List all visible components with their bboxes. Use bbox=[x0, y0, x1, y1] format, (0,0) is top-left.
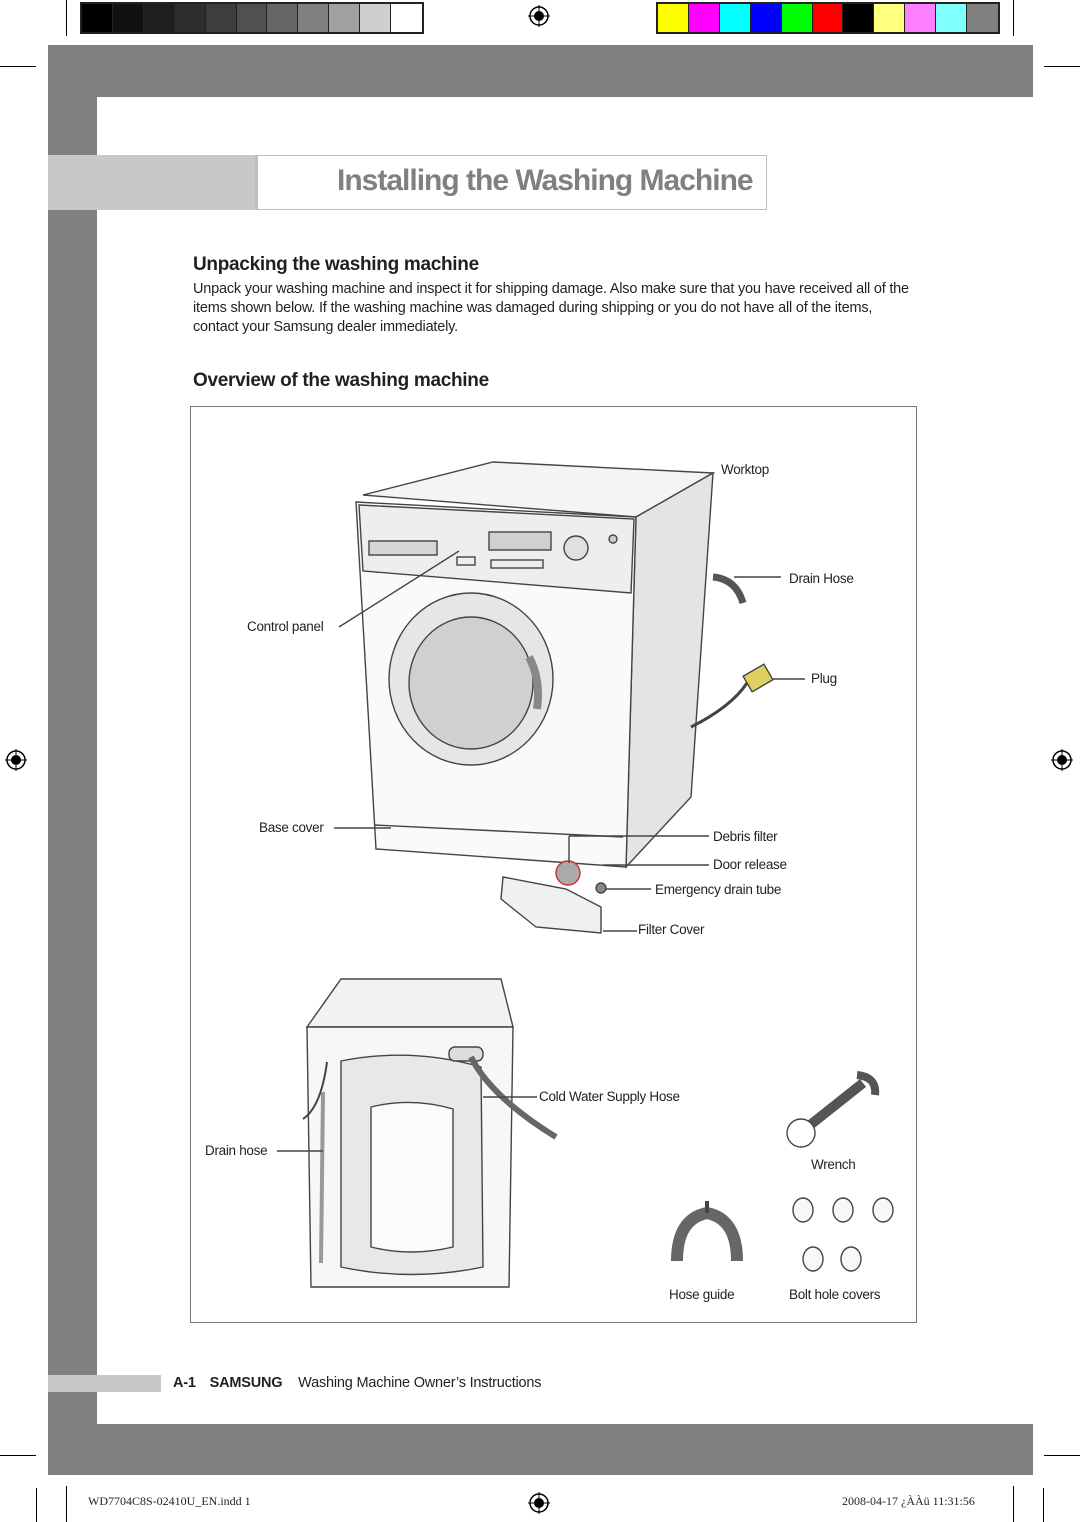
crop-mark bbox=[1013, 0, 1014, 36]
page-title: Installing the Washing Machine bbox=[337, 164, 754, 197]
color-swatch bbox=[236, 4, 268, 32]
page-number: A-1 bbox=[173, 1375, 196, 1391]
crop-mark bbox=[36, 1488, 37, 1522]
color-calibration-bar bbox=[656, 2, 1000, 34]
overview-heading: Overview of the washing machine bbox=[193, 370, 489, 391]
page-footer: A-1 SAMSUNG Washing Machine Owner’s Inst… bbox=[173, 1375, 542, 1391]
page-frame-top bbox=[48, 45, 1033, 97]
registration-mark-icon bbox=[528, 5, 550, 27]
color-swatch bbox=[874, 4, 906, 32]
crop-mark bbox=[1044, 66, 1080, 67]
label-wrench: Wrench bbox=[811, 1157, 856, 1172]
filter-cover-shape bbox=[500, 876, 602, 934]
color-swatch bbox=[688, 4, 720, 32]
unpacking-heading: Unpacking the washing machine bbox=[193, 254, 479, 275]
document-title: Washing Machine Owner’s Instructions bbox=[298, 1375, 542, 1391]
color-swatch bbox=[750, 4, 782, 32]
registration-mark-icon bbox=[528, 1492, 550, 1514]
label-cold-water-supply-hose: Cold Water Supply Hose bbox=[539, 1089, 680, 1104]
slug-filename: WD7704C8S-02410U_EN.indd 1 bbox=[88, 1494, 251, 1508]
label-worktop: Worktop bbox=[721, 462, 769, 477]
color-swatch bbox=[298, 4, 330, 32]
label-drain-hose-back: Drain hose bbox=[205, 1143, 268, 1158]
page-frame-left bbox=[48, 45, 97, 1475]
color-swatch bbox=[843, 4, 875, 32]
color-swatch bbox=[112, 4, 144, 32]
crop-mark bbox=[0, 1455, 36, 1456]
color-swatch bbox=[143, 4, 175, 32]
crop-mark bbox=[0, 66, 36, 67]
registration-mark-icon bbox=[1051, 749, 1073, 771]
crop-mark bbox=[66, 1486, 67, 1522]
label-base-cover: Base cover bbox=[259, 820, 324, 835]
label-filter-cover: Filter Cover bbox=[638, 922, 705, 937]
color-swatch bbox=[967, 4, 998, 32]
color-swatch bbox=[267, 4, 299, 32]
color-swatch bbox=[174, 4, 206, 32]
footer-tab bbox=[48, 1375, 161, 1392]
title-box bbox=[255, 155, 767, 210]
crop-mark bbox=[1043, 1488, 1044, 1522]
color-swatch bbox=[905, 4, 937, 32]
washing-machine-illustration bbox=[277, 461, 894, 1288]
color-swatch bbox=[781, 4, 813, 32]
label-emergency-drain-tube: Emergency drain tube bbox=[655, 882, 782, 897]
label-plug: Plug bbox=[811, 671, 837, 686]
crop-mark bbox=[1044, 1455, 1080, 1456]
label-door-release: Door release bbox=[713, 857, 787, 872]
slug-timestamp: 2008-04-17 ¿ÀÀü 11:31:56 bbox=[842, 1494, 975, 1508]
title-tab bbox=[48, 155, 255, 210]
color-swatch bbox=[719, 4, 751, 32]
label-control-panel: Control panel bbox=[247, 619, 324, 634]
color-swatch bbox=[205, 4, 237, 32]
grayscale-calibration-bar bbox=[80, 2, 424, 34]
crop-mark bbox=[1013, 1486, 1014, 1522]
label-debris-filter: Debris filter bbox=[713, 829, 778, 844]
crop-mark bbox=[66, 0, 67, 36]
brand-name: SAMSUNG bbox=[209, 1375, 283, 1391]
color-swatch bbox=[658, 4, 689, 32]
color-swatch bbox=[360, 4, 392, 32]
unpacking-body: Unpack your washing machine and inspect … bbox=[193, 281, 909, 335]
label-bolt-hole-covers: Bolt hole covers bbox=[789, 1287, 881, 1302]
washing-machine-diagram: Worktop Drain Hose Control panel Plug Ba… bbox=[190, 406, 917, 1323]
door-glass bbox=[408, 616, 534, 750]
color-swatch bbox=[329, 4, 361, 32]
rear-worktop bbox=[305, 978, 514, 1028]
color-swatch bbox=[391, 4, 422, 32]
label-hose-guide: Hose guide bbox=[669, 1287, 735, 1302]
label-drain-hose-top: Drain Hose bbox=[789, 571, 854, 586]
machine-side-panel bbox=[625, 471, 714, 869]
color-swatch bbox=[812, 4, 844, 32]
color-swatch bbox=[82, 4, 113, 32]
bolt-hole-covers-shape bbox=[792, 1197, 894, 1272]
page-frame-bottom bbox=[48, 1424, 1033, 1475]
color-swatch bbox=[936, 4, 968, 32]
registration-mark-icon bbox=[5, 749, 27, 771]
